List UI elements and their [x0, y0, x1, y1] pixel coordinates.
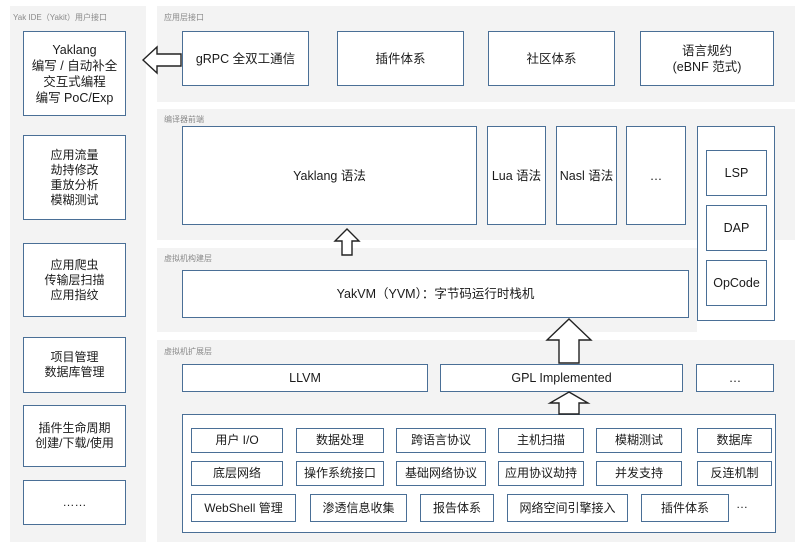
lib-concurrency: 并发支持 [596, 461, 682, 486]
left-more-box: …… [23, 480, 126, 525]
opcode-box: OpCode [706, 260, 767, 306]
lib-cyberspace-engine: 网络空间引擎接入 [507, 494, 628, 522]
ext-layer-label: 虚拟机扩展层 [164, 347, 212, 356]
lib-data-processing: 数据处理 [296, 428, 384, 453]
lib-more: … [736, 496, 748, 511]
grpc-box: gRPC 全双工通信 [182, 31, 309, 86]
traffic-box: 应用流量 劫持修改 重放分析 模糊测试 [23, 135, 126, 220]
plugin-system-box: 插件体系 [337, 31, 464, 86]
vm-layer-label: 虚拟机构建层 [164, 254, 212, 263]
arrow-up-icon [547, 391, 591, 415]
lib-report: 报告体系 [420, 494, 494, 522]
arrow-up-icon [333, 228, 361, 256]
nasl-syntax-box: Nasl 语法 [556, 126, 617, 225]
plugin-lifecycle-box: 插件生命周期 创建/下载/使用 [23, 405, 126, 467]
app-layer-label: 应用层接口 [164, 13, 204, 22]
syntax-more-box: … [626, 126, 686, 225]
left-panel-label: Yak IDE（Yakit）用户接口 [13, 13, 107, 22]
lib-pentest-info: 渗透信息收集 [310, 494, 407, 522]
arrow-left-icon [141, 45, 182, 75]
yaklang-syntax-box: Yaklang 语法 [182, 126, 477, 225]
lib-database: 数据库 [697, 428, 772, 453]
lib-reverse-conn: 反连机制 [697, 461, 772, 486]
spec-box: 语言规约 (eBNF 范式) [640, 31, 774, 86]
gpl-box: GPL Implemented [440, 364, 683, 392]
yaklang-box: Yaklang 编写 / 自动补全 交互式编程 编写 PoC/Exp [23, 31, 126, 116]
lib-fuzz: 模糊测试 [596, 428, 682, 453]
lib-low-network: 底层网络 [191, 461, 283, 486]
lib-basic-net-protocol: 基础网络协议 [396, 461, 486, 486]
yakvm-box: YakVM（YVM）：字节码运行时栈机 [182, 270, 689, 318]
lsp-box: LSP [706, 150, 767, 196]
lib-os-interface: 操作系统接口 [296, 461, 384, 486]
lib-host-scan: 主机扫描 [498, 428, 584, 453]
lib-app-hijack: 应用协议劫持 [498, 461, 584, 486]
project-box: 项目管理 数据库管理 [23, 337, 126, 393]
llvm-box: LLVM [182, 364, 428, 392]
lib-webshell: WebShell 管理 [191, 494, 296, 522]
lib-plugin-system: 插件体系 [641, 494, 729, 522]
dap-box: DAP [706, 205, 767, 251]
arrow-up-icon [545, 318, 593, 364]
ext-more-box: … [696, 364, 774, 392]
crawler-box: 应用爬虫 传输层扫描 应用指纹 [23, 243, 126, 317]
lib-user-io: 用户 I/O [191, 428, 283, 453]
lib-cross-lang-protocol: 跨语言协议 [396, 428, 486, 453]
compiler-layer-label: 编译器前端 [164, 115, 204, 124]
community-box: 社区体系 [488, 31, 615, 86]
lua-syntax-box: Lua 语法 [487, 126, 546, 225]
